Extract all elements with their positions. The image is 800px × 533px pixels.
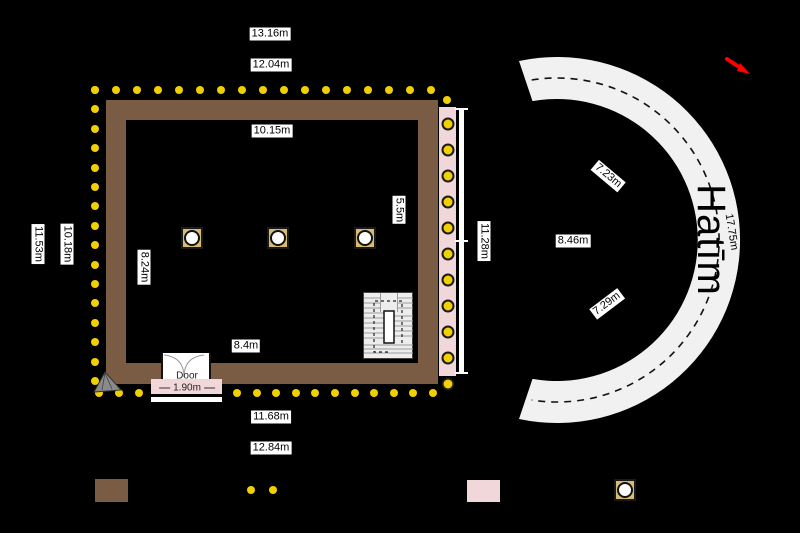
pillar <box>354 227 376 249</box>
ring-dot <box>441 351 454 365</box>
perimeter-dot <box>91 202 99 211</box>
perimeter-dot <box>91 241 99 250</box>
pillar <box>181 227 203 249</box>
measurement-bottom-outer: 12.84m <box>250 441 292 455</box>
perimeter-dot <box>370 389 379 397</box>
perimeter-dot <box>443 96 451 104</box>
measurement-right-side: 11.28m <box>477 221 491 261</box>
perimeter-dot <box>135 389 143 397</box>
ring-dot <box>441 247 454 261</box>
ring-dot <box>441 377 454 391</box>
perimeter-dot <box>133 86 141 94</box>
legend-pillar-swatch <box>614 479 636 501</box>
perimeter-dot <box>91 124 99 133</box>
perimeter-dot <box>91 280 99 288</box>
measure-tick <box>455 108 468 110</box>
measurement-top-outer: 13.16m <box>249 27 291 41</box>
perimeter-dot <box>217 86 225 94</box>
ring-dot <box>441 299 454 313</box>
perimeter-dot <box>95 389 103 397</box>
pillar-column-icon <box>270 230 286 246</box>
door-sill <box>151 397 222 402</box>
perimeter-dot <box>91 144 99 153</box>
perimeter-dot <box>154 86 162 94</box>
perimeter-dot <box>385 86 393 94</box>
perimeter-dot <box>259 86 267 94</box>
perimeter-dot <box>91 357 99 366</box>
door-label: Door <box>176 370 198 382</box>
perimeter-dot <box>91 163 99 172</box>
measure-tick <box>455 372 468 374</box>
pillar-column-icon <box>184 230 200 246</box>
perimeter-dot <box>311 389 320 397</box>
measurement-bottom-inner: 11.68m <box>251 410 291 424</box>
perimeter-dot <box>427 86 435 94</box>
measurement-interior-width: 10.15m <box>251 124 293 138</box>
ring-dot <box>441 195 454 209</box>
measurement-interior-bottom: 8.4m <box>231 339 261 353</box>
ring-dot <box>441 169 454 183</box>
perimeter-dot <box>247 486 255 494</box>
measure-tick <box>455 240 468 242</box>
perimeter-dot <box>175 86 183 94</box>
measurement-interior-height-left: 8.24m <box>137 249 151 285</box>
measurement-left-outer: 11.53m <box>31 224 45 264</box>
measurement-hatim-upper-wall: 7.23m <box>590 159 626 193</box>
perimeter-dot <box>91 338 99 347</box>
door-width-label: 1.90m <box>157 383 217 394</box>
perimeter-dot <box>343 86 351 94</box>
perimeter-dot <box>115 389 123 397</box>
perimeter-dot <box>409 389 418 397</box>
perimeter-dot <box>406 86 414 94</box>
legend-wall-swatch <box>95 479 128 502</box>
perimeter-dot <box>91 221 99 230</box>
perimeter-dot <box>301 86 309 94</box>
perimeter-dot <box>331 389 339 397</box>
perimeter-dot <box>91 299 99 308</box>
measurement-hatim-inner-width: 8.46m <box>555 234 591 248</box>
ring-dot <box>441 273 454 287</box>
perimeter-dot <box>91 86 99 94</box>
measurement-interior-height-right: 5.5m <box>392 195 406 225</box>
measurement-left-inner: 10.18m <box>60 223 74 265</box>
perimeter-dot <box>233 389 241 397</box>
ring-dot <box>441 117 454 131</box>
perimeter-dot <box>364 86 372 94</box>
perimeter-dot <box>429 389 437 397</box>
perimeter-dot <box>238 86 246 94</box>
perimeter-dot <box>269 486 277 494</box>
pillar <box>267 227 289 249</box>
perimeter-dot <box>280 86 288 94</box>
perimeter-dot <box>291 389 300 397</box>
perimeter-dot <box>112 86 120 94</box>
perimeter-dot <box>91 183 99 191</box>
pillar-column-icon <box>357 230 373 246</box>
ring-dot <box>441 325 454 339</box>
measurement-top-inner: 12.04m <box>250 58 292 72</box>
perimeter-dot <box>350 389 359 397</box>
hatim-title: Hatīm <box>689 184 733 296</box>
perimeter-dot <box>91 318 99 327</box>
perimeter-dot <box>252 389 261 397</box>
perimeter-dot <box>389 389 398 397</box>
measurement-hatim-lower-wall: 7.29m <box>589 288 625 320</box>
perimeter-dot <box>91 260 99 269</box>
ring-dot <box>441 221 454 235</box>
pillar-column-icon <box>617 482 633 498</box>
perimeter-dot <box>91 105 99 114</box>
ring-dot <box>441 143 454 157</box>
perimeter-dot <box>272 389 281 397</box>
legend-marble-swatch <box>467 480 500 502</box>
perimeter-dot <box>322 86 330 94</box>
perimeter-dot <box>196 86 204 94</box>
